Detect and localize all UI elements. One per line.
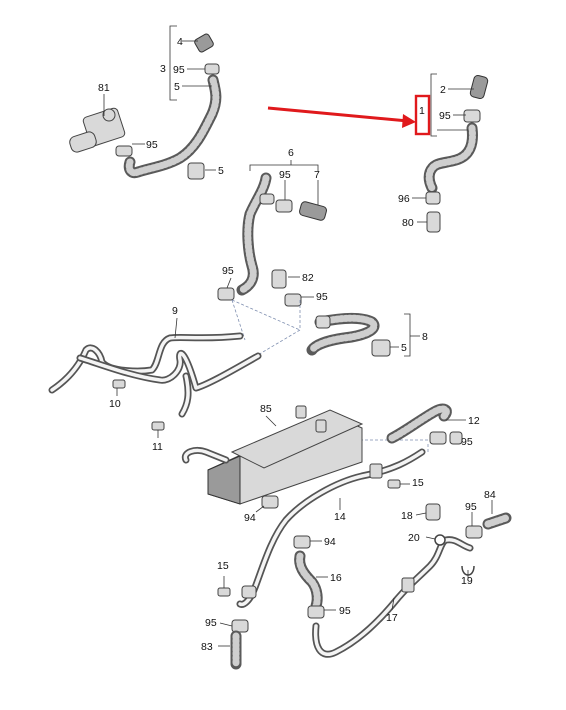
callout-16: 16	[330, 572, 342, 584]
callout-95-h: 95	[465, 501, 477, 513]
bracket-1	[430, 73, 437, 137]
pipe-9	[48, 332, 262, 418]
clamp-95-bottom-right	[465, 525, 483, 539]
callout-3: 3	[160, 63, 166, 75]
clamp-94-cooler	[261, 495, 279, 509]
bracket-8	[404, 313, 411, 357]
callout-82: 82	[302, 272, 314, 284]
bolt-15-right	[387, 479, 401, 489]
callout-5-b: 5	[218, 165, 224, 177]
bracket-6	[249, 164, 319, 171]
callout-17: 17	[386, 612, 398, 624]
callout-10: 10	[109, 398, 121, 410]
connector-7	[299, 201, 327, 221]
callout-15-b: 15	[217, 560, 229, 572]
callout-8: 8	[422, 331, 428, 343]
clamp-95-16	[307, 605, 325, 619]
red-arrow	[267, 106, 409, 123]
clamp-94-16	[293, 535, 311, 549]
clamp-6	[259, 193, 275, 205]
pipe-80	[426, 211, 441, 233]
callout-85: 85	[260, 403, 272, 415]
callout-11: 11	[152, 441, 163, 453]
clip-5-mid	[371, 339, 391, 357]
callout-18: 18	[401, 510, 413, 522]
sensor-18	[425, 503, 441, 521]
callout-5-a: 5	[174, 81, 180, 93]
group-3-hose-assembly	[69, 33, 222, 180]
callout-95-b: 95	[146, 139, 158, 151]
callout-4: 4	[177, 36, 183, 48]
callout-95-g: 95	[461, 436, 473, 448]
clamp-95-top-left	[204, 63, 220, 75]
callout-95-d: 95	[279, 169, 291, 181]
callout-2: 2	[440, 84, 446, 96]
egr-cooler-85	[181, 405, 364, 505]
pipe-17	[312, 536, 474, 658]
clip-5-top-left	[187, 162, 205, 180]
bolt-10	[112, 379, 126, 389]
callout-81: 81	[98, 82, 110, 94]
callout-95-e: 95	[222, 265, 234, 277]
arrow-head-icon	[402, 114, 416, 128]
bracket-3	[169, 25, 177, 101]
callout-1: 1	[419, 105, 425, 117]
clamp-8	[315, 315, 331, 329]
clamp-95-mid	[275, 199, 293, 213]
callout-labels: 4 3 95 5 81 95 5 2 1 95 96 80 6 95 7 95 …	[98, 36, 496, 653]
connector-4	[194, 33, 214, 53]
clamp-96	[425, 191, 441, 205]
connector-2	[469, 74, 489, 100]
callout-84: 84	[484, 489, 496, 501]
callout-95-j: 95	[205, 617, 217, 629]
callout-94-b: 94	[324, 536, 336, 548]
dashed-links	[231, 299, 430, 452]
callout-80: 80	[402, 217, 414, 229]
callout-15-a: 15	[412, 477, 424, 489]
callout-6: 6	[288, 147, 294, 159]
bolt-11	[151, 421, 165, 431]
callout-83: 83	[201, 641, 213, 653]
callout-7: 7	[314, 169, 320, 181]
callout-19: 19	[461, 575, 473, 587]
clamp-12	[429, 431, 447, 445]
callout-14: 14	[334, 511, 346, 523]
callout-9: 9	[172, 305, 178, 317]
bracket-14	[369, 463, 383, 479]
highlight-box	[414, 94, 431, 136]
clamp-12b	[449, 431, 463, 445]
callout-95-i: 95	[339, 605, 351, 617]
callout-5-c: 5	[401, 342, 407, 354]
callout-96: 96	[398, 193, 410, 205]
clamp-95-82	[284, 293, 302, 307]
callout-12: 12	[468, 415, 480, 427]
clamp-95-bottom-left	[231, 619, 249, 633]
highlight-marker	[267, 94, 431, 136]
callout-20: 20	[408, 532, 420, 544]
callout-94-a: 94	[244, 512, 256, 524]
bracket-17	[401, 577, 415, 593]
housing-81	[69, 107, 126, 153]
bolt-15-left	[217, 587, 231, 597]
o-ring-20	[434, 534, 446, 546]
group-1-hose-assembly	[423, 74, 489, 233]
callout-95-f: 95	[316, 291, 328, 303]
callout-95-c: 95	[439, 110, 451, 122]
clamp-95-left-mid	[217, 287, 235, 301]
clamp-95-housing	[115, 145, 133, 157]
clip-14	[241, 585, 257, 599]
fitting-82	[271, 269, 287, 289]
clamp-95-top-right	[463, 109, 481, 123]
callout-95-a: 95	[173, 64, 185, 76]
